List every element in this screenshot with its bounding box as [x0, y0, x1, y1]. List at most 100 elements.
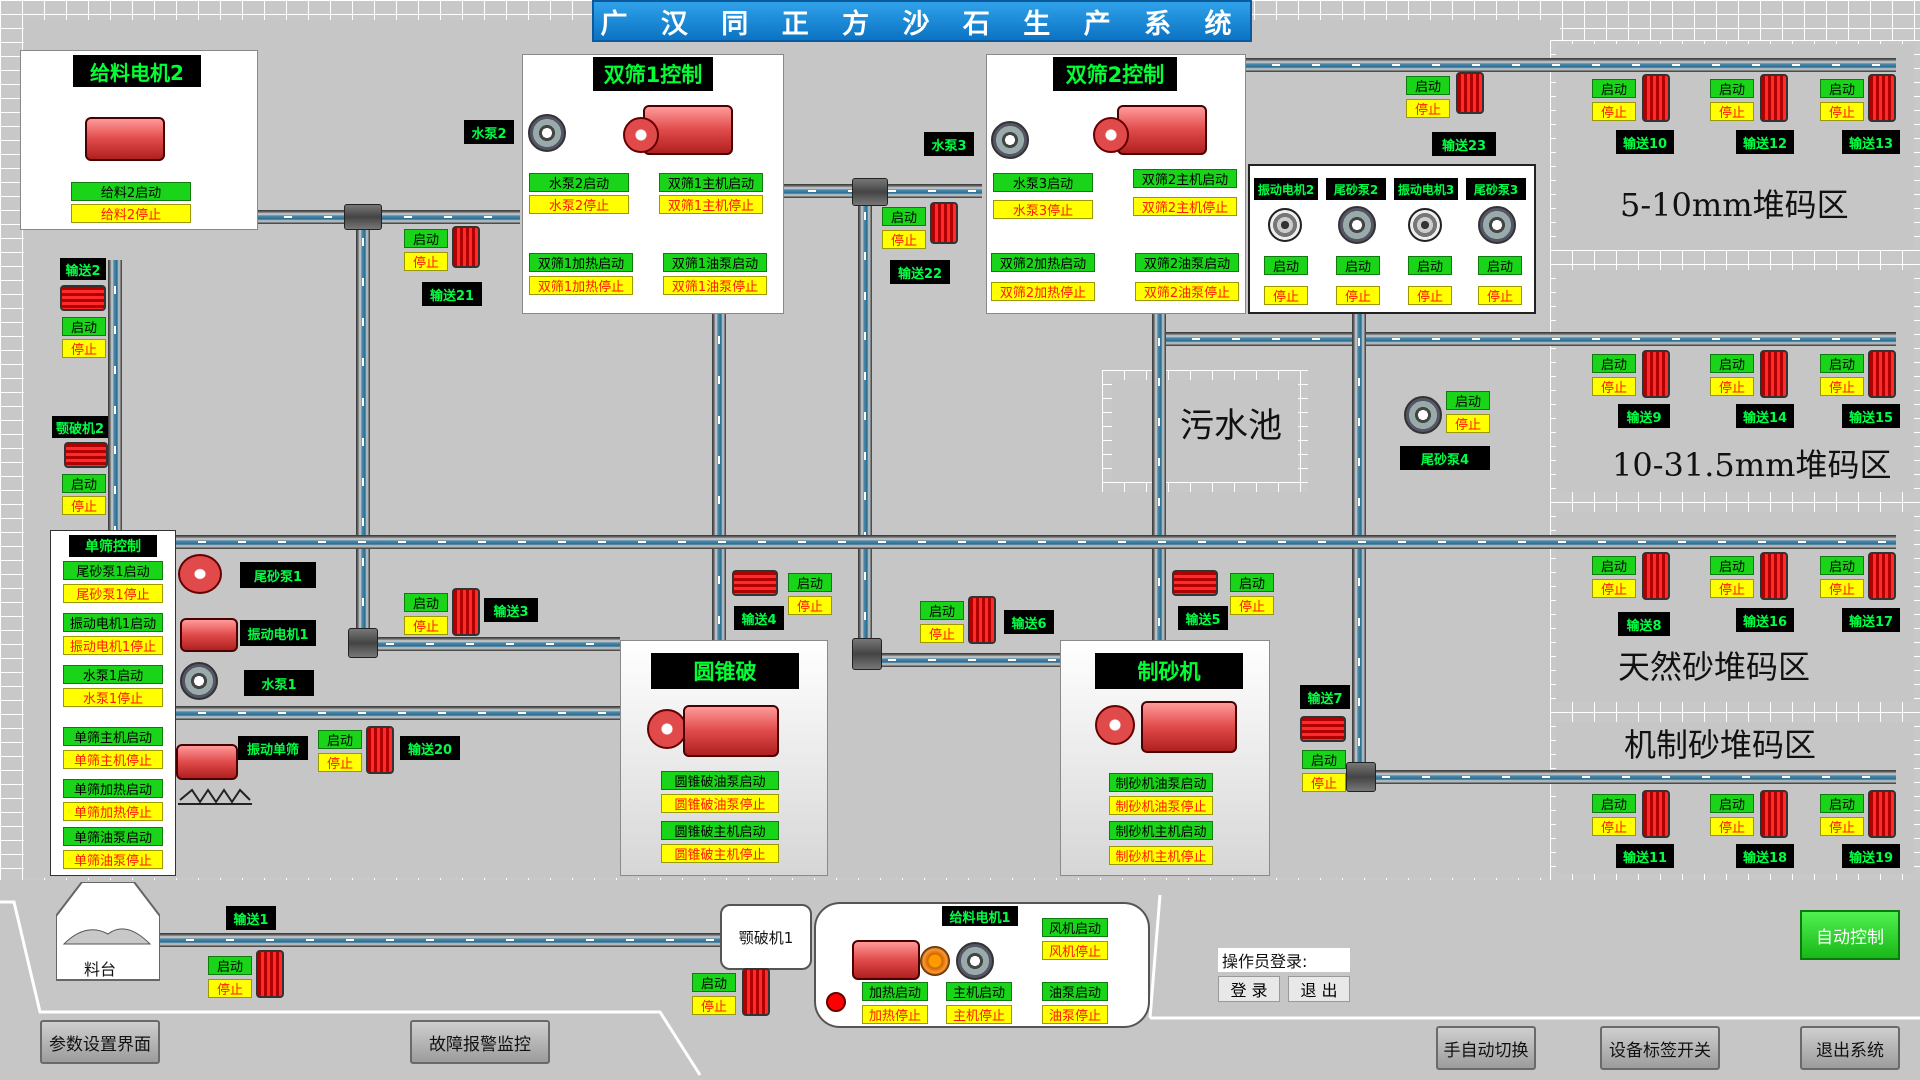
conveyor-23-stop-button[interactable]: 停止 — [1406, 99, 1450, 118]
screen1-heat-start-button[interactable]: 双筛1加热启动 — [529, 253, 633, 272]
login-button[interactable]: 登 录 — [1218, 976, 1280, 1002]
screen2-heat-start-button[interactable]: 双筛2加热启动 — [991, 253, 1095, 272]
conveyor-15-start-button[interactable]: 启动 — [1820, 354, 1864, 373]
single-main-start-button[interactable]: 单筛主机启动 — [63, 727, 163, 746]
conveyor-10-stop-button[interactable]: 停止 — [1592, 102, 1636, 121]
tail-2-start-button[interactable]: 启动 — [1336, 256, 1380, 275]
jaw-1-start-button[interactable]: 启动 — [692, 973, 736, 992]
tail-4-start-button[interactable]: 启动 — [1446, 391, 1490, 410]
conveyor-8-stop-button[interactable]: 停止 — [1592, 579, 1636, 598]
conveyor-9-stop-button[interactable]: 停止 — [1592, 377, 1636, 396]
conveyor-1-start-button[interactable]: 启动 — [208, 956, 252, 975]
tail-3-start-button[interactable]: 启动 — [1478, 256, 1522, 275]
exit-system-button[interactable]: 退出系统 — [1800, 1026, 1900, 1070]
conveyor-6-stop-button[interactable]: 停止 — [920, 624, 964, 643]
conveyor-22-stop-button[interactable]: 停止 — [882, 230, 926, 249]
conveyor-4-stop-button[interactable]: 停止 — [788, 596, 832, 615]
blower-stop-button[interactable]: 风机停止 — [1042, 941, 1108, 960]
main-stop-button[interactable]: 主机停止 — [946, 1005, 1012, 1024]
jaw-2-stop-button[interactable]: 停止 — [62, 496, 106, 515]
pump3-start-button[interactable]: 水泵3启动 — [993, 173, 1093, 192]
jaw-1-stop-button[interactable]: 停止 — [692, 996, 736, 1015]
conveyor-11-stop-button[interactable]: 停止 — [1592, 817, 1636, 836]
conveyor-19-stop-button[interactable]: 停止 — [1820, 817, 1864, 836]
manual-auto-switch-button[interactable]: 手自动切换 — [1436, 1026, 1536, 1070]
single-main-stop-button[interactable]: 单筛主机停止 — [63, 750, 163, 769]
conveyor-16-stop-button[interactable]: 停止 — [1710, 579, 1754, 598]
logout-button[interactable]: 退 出 — [1288, 976, 1350, 1002]
conveyor-18-stop-button[interactable]: 停止 — [1710, 817, 1754, 836]
tail1-stop-button[interactable]: 尾砂泵1停止 — [63, 584, 163, 603]
oil-start-button[interactable]: 油泵启动 — [1042, 982, 1108, 1001]
conveyor-8-start-button[interactable]: 启动 — [1592, 556, 1636, 575]
screen2-oil-start-button[interactable]: 双筛2油泵启动 — [1135, 253, 1239, 272]
jaw-2-start-button[interactable]: 启动 — [62, 474, 106, 493]
conveyor-5-start-button[interactable]: 启动 — [1230, 573, 1274, 592]
screen2-heat-stop-button[interactable]: 双筛2加热停止 — [991, 282, 1095, 301]
feed2-stop-button[interactable]: 给料2停止 — [71, 204, 191, 223]
conveyor-3-start-button[interactable]: 启动 — [404, 593, 448, 612]
screen1-main-stop-button[interactable]: 双筛1主机停止 — [659, 195, 763, 214]
oil-stop-button[interactable]: 油泵停止 — [1042, 1005, 1108, 1024]
heat-start-button[interactable]: 加热启动 — [862, 982, 928, 1001]
screen2-oil-stop-button[interactable]: 双筛2油泵停止 — [1135, 282, 1239, 301]
conveyor-21-stop-button[interactable]: 停止 — [404, 252, 448, 271]
conveyor-7-stop-button[interactable]: 停止 — [1302, 773, 1346, 792]
sand-main-stop-button[interactable]: 制砂机主机停止 — [1109, 846, 1213, 865]
conveyor-1-stop-button[interactable]: 停止 — [208, 979, 252, 998]
vib1-start-button[interactable]: 振动电机1启动 — [63, 613, 163, 632]
conveyor-11-start-button[interactable]: 启动 — [1592, 794, 1636, 813]
screen1-oil-stop-button[interactable]: 双筛1油泵停止 — [663, 276, 767, 295]
conveyor-12-start-button[interactable]: 启动 — [1710, 79, 1754, 98]
cone-main-start-button[interactable]: 圆锥破主机启动 — [661, 821, 779, 840]
screen2-main-stop-button[interactable]: 双筛2主机停止 — [1133, 197, 1237, 216]
conveyor-6-start-button[interactable]: 启动 — [920, 601, 964, 620]
single-oil-start-button[interactable]: 单筛油泵启动 — [63, 827, 163, 846]
conveyor-4-start-button[interactable]: 启动 — [788, 573, 832, 592]
pump2-start-button[interactable]: 水泵2启动 — [529, 173, 629, 192]
pump2-stop-button[interactable]: 水泵2停止 — [529, 195, 629, 214]
conveyor-9-start-button[interactable]: 启动 — [1592, 354, 1636, 373]
pump1-stop-button[interactable]: 水泵1停止 — [63, 688, 163, 707]
conveyor-13-start-button[interactable]: 启动 — [1820, 79, 1864, 98]
conveyor-7-start-button[interactable]: 启动 — [1302, 750, 1346, 769]
conveyor-19-start-button[interactable]: 启动 — [1820, 794, 1864, 813]
conveyor-17-stop-button[interactable]: 停止 — [1820, 579, 1864, 598]
cone-oil-start-button[interactable]: 圆锥破油泵启动 — [661, 771, 779, 790]
conveyor-16-start-button[interactable]: 启动 — [1710, 556, 1754, 575]
vib-2-stop-button[interactable]: 停止 — [1264, 286, 1308, 305]
screen1-oil-start-button[interactable]: 双筛1油泵启动 — [663, 253, 767, 272]
conveyor-18-start-button[interactable]: 启动 — [1710, 794, 1754, 813]
pump1-start-button[interactable]: 水泵1启动 — [63, 665, 163, 684]
conveyor-5-stop-button[interactable]: 停止 — [1230, 596, 1274, 615]
tail-3-stop-button[interactable]: 停止 — [1478, 286, 1522, 305]
vib-3-start-button[interactable]: 启动 — [1408, 256, 1452, 275]
conveyor-21-start-button[interactable]: 启动 — [404, 229, 448, 248]
params-settings-button[interactable]: 参数设置界面 — [40, 1020, 160, 1064]
cone-main-stop-button[interactable]: 圆锥破主机停止 — [661, 844, 779, 863]
conveyor-10-start-button[interactable]: 启动 — [1592, 79, 1636, 98]
sand-oil-start-button[interactable]: 制砂机油泵启动 — [1109, 773, 1213, 792]
main-start-button[interactable]: 主机启动 — [946, 982, 1012, 1001]
heat-stop-button[interactable]: 加热停止 — [862, 1005, 928, 1024]
conveyor-17-start-button[interactable]: 启动 — [1820, 556, 1864, 575]
sand-oil-stop-button[interactable]: 制砂机油泵停止 — [1109, 796, 1213, 815]
screen1-heat-stop-button[interactable]: 双筛1加热停止 — [529, 276, 633, 295]
screen2-main-start-button[interactable]: 双筛2主机启动 — [1133, 169, 1237, 188]
vib-2-start-button[interactable]: 启动 — [1264, 256, 1308, 275]
vib-3-stop-button[interactable]: 停止 — [1408, 286, 1452, 305]
conveyor-20-start-button[interactable]: 启动 — [318, 730, 362, 749]
auto-control-button[interactable]: 自动控制 — [1800, 910, 1900, 960]
pump3-stop-button[interactable]: 水泵3停止 — [993, 200, 1093, 219]
screen1-main-start-button[interactable]: 双筛1主机启动 — [659, 173, 763, 192]
conveyor-12-stop-button[interactable]: 停止 — [1710, 102, 1754, 121]
tail-4-stop-button[interactable]: 停止 — [1446, 414, 1490, 433]
cone-oil-stop-button[interactable]: 圆锥破油泵停止 — [661, 794, 779, 813]
conveyor-23-start-button[interactable]: 启动 — [1406, 76, 1450, 95]
conveyor-14-stop-button[interactable]: 停止 — [1710, 377, 1754, 396]
device-tag-toggle-button[interactable]: 设备标签开关 — [1600, 1026, 1720, 1070]
conveyor-14-start-button[interactable]: 启动 — [1710, 354, 1754, 373]
tail1-start-button[interactable]: 尾砂泵1启动 — [63, 561, 163, 580]
conveyor-3-stop-button[interactable]: 停止 — [404, 616, 448, 635]
sand-main-start-button[interactable]: 制砂机主机启动 — [1109, 821, 1213, 840]
